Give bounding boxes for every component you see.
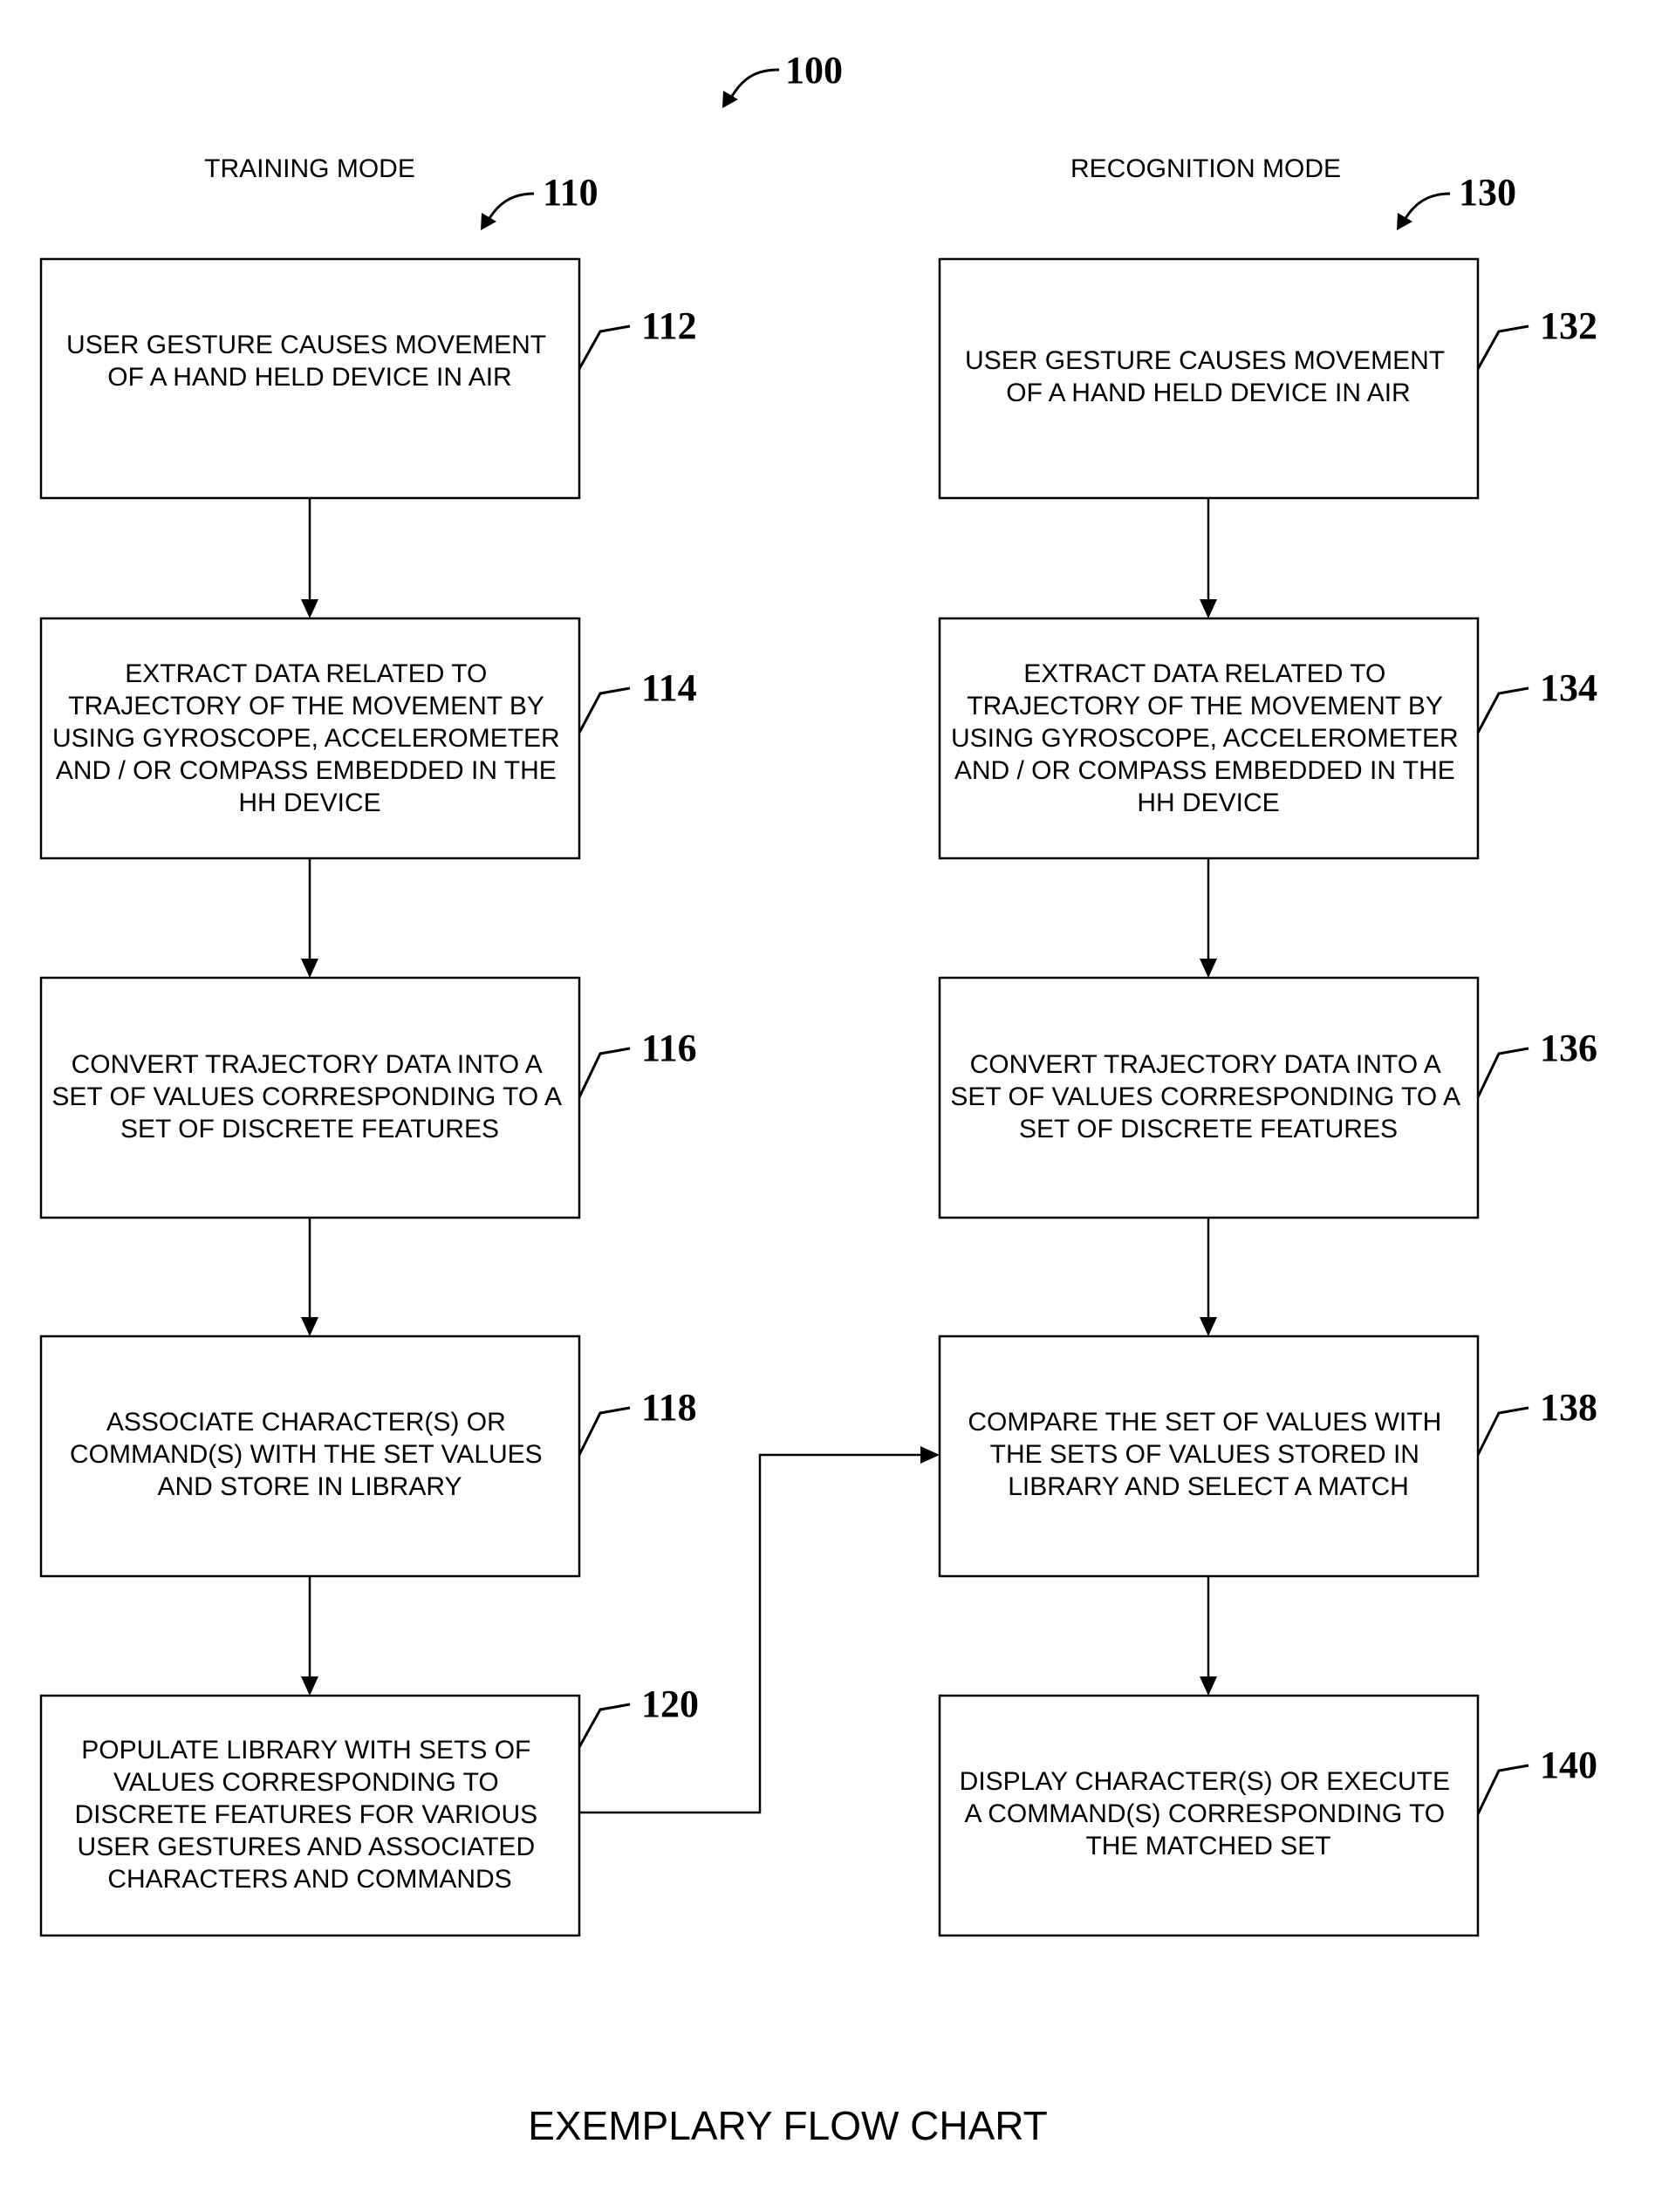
recognition-step-138: COMPARE THE SET OF VALUES WITH THE SETS … (940, 1336, 1597, 1576)
ref-134: 134 (1540, 666, 1597, 709)
svg-text:CONVERT TRAJECTORY DATA INTO A: CONVERT TRAJECTORY DATA INTO A SET OF VA… (950, 1050, 1466, 1144)
figure-ref-arrowhead (722, 91, 738, 108)
ref-114: 114 (641, 666, 697, 709)
library-to-compare-connector (579, 1446, 940, 1813)
training-step-116: CONVERT TRAJECTORY DATA INTO A SET OF VA… (41, 978, 697, 1218)
training-step-118: ASSOCIATE CHARACTER(S) OR COMMAND(S) WIT… (41, 1336, 697, 1576)
ref-138: 138 (1540, 1386, 1597, 1429)
ref-118: 118 (641, 1386, 697, 1429)
training-mode-title: TRAINING MODE (204, 154, 415, 183)
recognition-mode-title: RECOGNITION MODE (1070, 154, 1341, 183)
training-ref-number: 110 (543, 171, 598, 214)
recognition-ref-number: 130 (1459, 171, 1516, 214)
recognition-step-140: DISPLAY CHARACTER(S) OR EXECUTE A COMMAN… (940, 1696, 1597, 1936)
recognition-step-134: EXTRACT DATA RELATED TO TRAJECTORY OF TH… (940, 618, 1597, 858)
training-ref-arrowhead (481, 213, 496, 230)
recognition-step-132: USER GESTURE CAUSES MOVEMENT OF A HAND H… (940, 259, 1597, 498)
ref-140: 140 (1540, 1744, 1597, 1786)
training-step-120: POPULATE LIBRARY WITH SETS OF VALUES COR… (41, 1683, 699, 1936)
ref-112: 112 (641, 304, 697, 347)
recognition-step-136: CONVERT TRAJECTORY DATA INTO A SET OF VA… (940, 978, 1597, 1218)
ref-136: 136 (1540, 1027, 1597, 1069)
ref-120: 120 (641, 1683, 699, 1725)
svg-text:COMPARE THE SET OF VALUES WITH: COMPARE THE SET OF VALUES WITH THE SETS … (968, 1408, 1448, 1501)
ref-132: 132 (1540, 304, 1597, 347)
recognition-ref-leader (1405, 194, 1450, 220)
training-ref-leader (489, 194, 534, 220)
training-step-114: EXTRACT DATA RELATED TO TRAJECTORY OF TH… (41, 618, 697, 858)
svg-text:POPULATE LIBRARY WITH SETS OF: POPULATE LIBRARY WITH SETS OF VALUES COR… (75, 1736, 545, 1894)
ref-116: 116 (641, 1027, 697, 1069)
figure-number: 100 (785, 49, 843, 92)
figure-caption: EXEMPLARY FLOW CHART (528, 2103, 1048, 2148)
figure-ref-leader (731, 70, 779, 98)
recognition-ref-arrowhead (1397, 213, 1412, 230)
training-step-112: USER GESTURE CAUSES MOVEMENT OF A HAND H… (41, 259, 697, 498)
svg-text:CONVERT TRAJECTORY DATA INTO A: CONVERT TRAJECTORY DATA INTO A SET OF VA… (51, 1050, 567, 1144)
